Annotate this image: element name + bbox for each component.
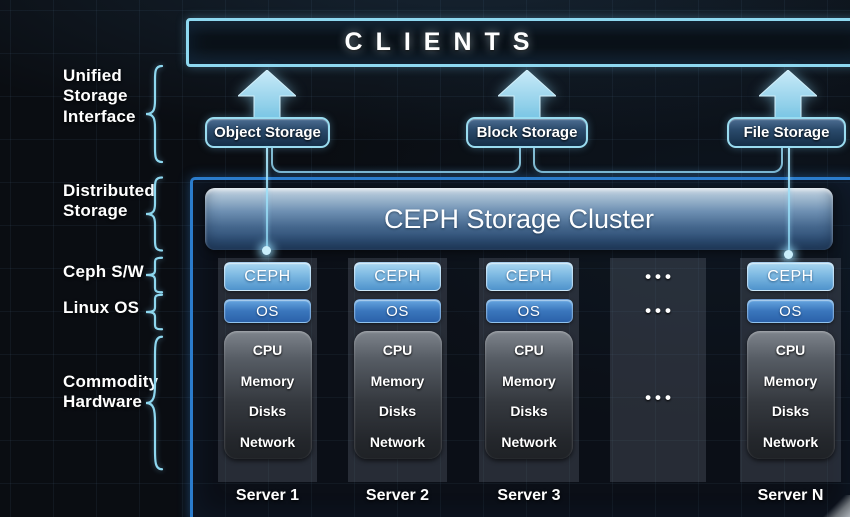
connector-dot xyxy=(262,246,271,255)
cluster-title: CEPH Storage Cluster xyxy=(383,203,655,234)
hw-item-memory: Memory xyxy=(370,372,425,389)
hw-item-cpu: CPU xyxy=(514,342,544,358)
hw-item-memory: Memory xyxy=(502,372,556,389)
os-box: OS xyxy=(354,299,441,323)
ceph-box: CEPH xyxy=(747,262,834,291)
brace-icon xyxy=(142,176,164,252)
server-label: Server 1 xyxy=(235,487,300,504)
connector-dot xyxy=(784,250,793,259)
ellipsis-dots: ••• xyxy=(645,266,675,286)
label-distributed-storage: Distributed Storage xyxy=(63,181,155,221)
hw-item-cpu: CPU xyxy=(775,342,806,358)
ceph-box: CEPH xyxy=(485,262,573,291)
block-storage-node: Block Storage xyxy=(466,117,588,148)
up-arrow-icon xyxy=(238,70,296,118)
hardware-box: CPU Memory Disks Network xyxy=(746,331,835,459)
ceph-box: CEPH xyxy=(224,262,311,291)
block-storage-label: Block Storage xyxy=(476,124,578,141)
server-label: Server 3 xyxy=(497,487,561,504)
os-box: OS xyxy=(747,299,834,323)
connector-line xyxy=(266,148,268,250)
hw-item-memory: Memory xyxy=(763,372,818,389)
file-storage-node: File Storage xyxy=(727,117,846,148)
hw-item-disks: Disks xyxy=(378,403,417,420)
server-label: Server N xyxy=(757,487,824,504)
label-unified-storage-interface: Unified Storage Interface xyxy=(63,66,136,126)
label-ceph-sw: Ceph S/W xyxy=(63,262,144,281)
label-linux-os: Linux OS xyxy=(63,298,140,317)
ceph-box: CEPH xyxy=(354,262,441,291)
connector-bus xyxy=(271,148,521,173)
brace-icon xyxy=(142,64,164,164)
page-curl xyxy=(822,495,850,517)
hardware-box: CPU Memory Disks Network xyxy=(353,331,442,459)
hw-item-network: Network xyxy=(239,433,296,450)
ellipsis-dots: ••• xyxy=(645,301,675,320)
hw-item-memory: Memory xyxy=(240,372,295,389)
hw-item-cpu: CPU xyxy=(382,342,413,358)
server-column-ellipsis: ••• ••• ••• xyxy=(610,258,706,482)
label-commodity-hardware: Commodity Hardware xyxy=(63,372,159,412)
connector-line xyxy=(788,148,790,254)
hardware-box: CPU Memory Disks Network xyxy=(223,331,312,459)
server-column-3: CEPH OS CPU Memory Disks Network xyxy=(479,258,579,482)
brace-icon xyxy=(142,257,164,293)
object-storage-node: Object Storage xyxy=(205,117,330,148)
server-column-1: CEPH OS CPU Memory Disks Network xyxy=(218,258,317,482)
ceph-storage-cluster-banner: CEPH Storage Cluster xyxy=(205,188,833,250)
connector-bus xyxy=(533,148,783,173)
server-column-n: CEPH OS CPU Memory Disks Network xyxy=(740,258,841,482)
os-box: OS xyxy=(485,299,573,323)
up-arrow-icon xyxy=(759,70,817,118)
hardware-box: CPU Memory Disks Network xyxy=(485,331,573,459)
os-box: OS xyxy=(224,299,311,323)
file-storage-label: File Storage xyxy=(743,124,830,141)
hw-item-network: Network xyxy=(501,433,557,450)
hw-item-disks: Disks xyxy=(248,403,287,420)
server-label: Server 2 xyxy=(365,487,430,504)
brace-icon xyxy=(142,294,164,330)
server-column-2: CEPH OS CPU Memory Disks Network xyxy=(348,258,447,482)
clients-title: CLIENTS xyxy=(344,28,543,56)
hw-item-disks: Disks xyxy=(510,403,548,420)
hw-item-cpu: CPU xyxy=(252,342,283,358)
object-storage-label: Object Storage xyxy=(214,124,321,141)
hw-item-disks: Disks xyxy=(771,403,810,420)
ellipsis-dots: ••• xyxy=(645,388,675,407)
brace-icon xyxy=(142,334,164,472)
hw-item-network: Network xyxy=(762,433,819,450)
clients-banner: CLIENTS xyxy=(186,18,850,67)
up-arrow-icon xyxy=(498,70,556,118)
hw-item-network: Network xyxy=(369,433,426,450)
